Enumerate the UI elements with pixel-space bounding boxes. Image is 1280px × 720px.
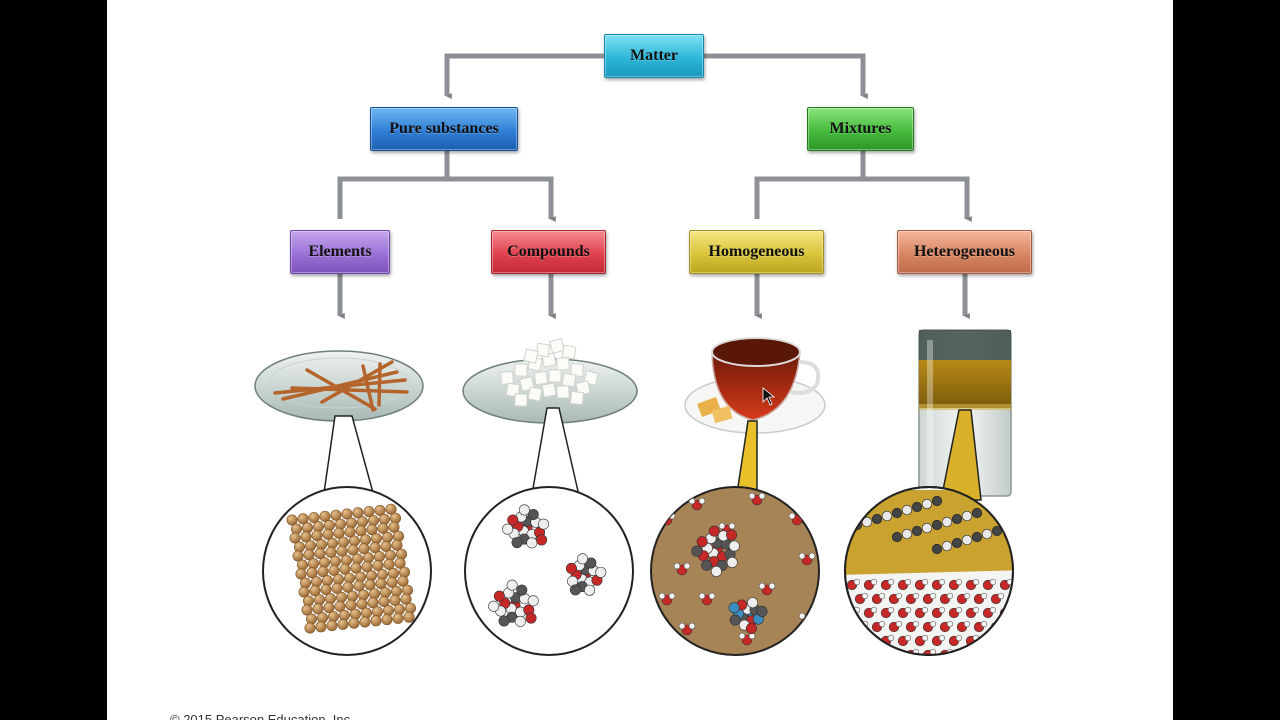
- node-homogeneous: Homogeneous: [689, 230, 824, 274]
- sugar-cubes-plate-photo: [462, 338, 638, 424]
- connector-matter-to-mixtures: [704, 53, 868, 99]
- connector-mixtures-to-children: [754, 151, 967, 219]
- node-matter-label: Matter: [630, 47, 678, 64]
- tea-zoom-callout: [650, 420, 820, 656]
- connector-matter-to-pure: [444, 53, 604, 99]
- node-compounds: Compounds: [491, 230, 606, 274]
- node-heterogeneous-label: Heterogeneous: [913, 243, 1015, 260]
- copper-zoom-callout: [262, 415, 432, 656]
- sugar-zoom-callout: [464, 407, 634, 656]
- connector-pure-to-children: [337, 151, 551, 219]
- node-elements: Elements: [290, 230, 390, 274]
- connector-lines: [337, 53, 967, 319]
- node-pure-substances-label: Pure substances: [389, 120, 499, 137]
- node-compounds-label: Compounds: [507, 243, 590, 260]
- node-mixtures: Mixtures: [807, 107, 914, 151]
- copyright-notice: © 2015 Pearson Education, Inc.: [170, 712, 354, 720]
- node-heterogeneous: Heterogeneous: [897, 230, 1032, 274]
- node-matter: Matter: [604, 34, 704, 78]
- node-elements-label: Elements: [308, 243, 372, 260]
- tea-cup-photo: [684, 337, 826, 434]
- mouse-cursor-icon: [762, 387, 776, 406]
- matter-classification-diagram: [254, 53, 1014, 656]
- node-mixtures-label: Mixtures: [829, 120, 892, 137]
- copper-wire-plate-photo: [254, 350, 424, 422]
- node-homogeneous-label: Homogeneous: [708, 243, 805, 260]
- slide: Matter Pure substances Mixtures Elements…: [107, 0, 1173, 720]
- oil-water-zoom-callout: [844, 409, 1014, 656]
- node-pure-substances: Pure substances: [370, 107, 518, 151]
